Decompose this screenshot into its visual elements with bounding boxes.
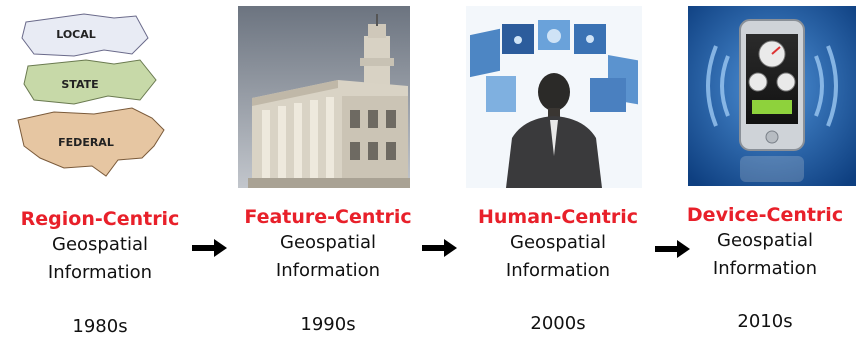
stage-title-device-centric: Device-Centric	[686, 204, 844, 226]
stage-line2: Information	[505, 260, 611, 281]
stage-title-human-centric: Human-Centric	[477, 206, 639, 228]
stage-label-3: Human-Centric Geospatial Information	[458, 205, 658, 285]
smartphone-gauges-image	[688, 6, 856, 186]
stage-line2: Information	[47, 262, 153, 283]
right-arrow-icon	[655, 239, 691, 259]
stage-line2: Information	[275, 260, 381, 281]
decade-1990s: 1990s	[300, 314, 356, 335]
decade-2010s: 2010s	[737, 311, 793, 332]
stage-title-feature-centric: Feature-Centric	[244, 206, 412, 228]
map-label-local: LOCAL	[56, 28, 96, 41]
stage-label-4: Device-Centric Geospatial Information	[665, 203, 865, 283]
right-arrow-icon	[422, 238, 458, 258]
stage-line1: Geospatial	[52, 234, 148, 255]
stage-line1: Geospatial	[510, 232, 606, 253]
person-holographic-screens-image	[466, 6, 642, 188]
stage-label-2: Feature-Centric Geospatial Information	[228, 205, 428, 285]
decade-2000s: 2000s	[530, 313, 586, 334]
map-label-state: STATE	[61, 78, 98, 91]
stage-line1: Geospatial	[717, 230, 813, 251]
decade-1980s: 1980s	[72, 316, 128, 337]
stage-line2: Information	[712, 258, 818, 279]
right-arrow-icon	[192, 238, 228, 258]
stage-line1: Geospatial	[280, 232, 376, 253]
region-centric-image: LOCAL STATE FEDERAL	[14, 8, 174, 186]
stage-label-1: Region-Centric Geospatial Information	[0, 207, 200, 287]
capitol-building-image	[238, 6, 410, 188]
stage-title-region-centric: Region-Centric	[20, 208, 180, 230]
map-label-federal: FEDERAL	[58, 136, 114, 149]
